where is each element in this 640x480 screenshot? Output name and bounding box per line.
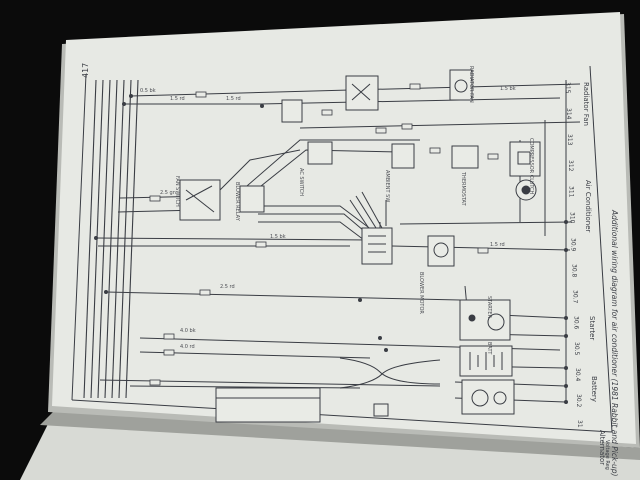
legend-table bbox=[215, 387, 321, 423]
ac-switch-box bbox=[307, 141, 333, 165]
footer-label-voltage-reg: Voltage Reg bbox=[604, 440, 610, 470]
current-track-number: 30.6 bbox=[572, 316, 579, 330]
component-label: BATT bbox=[486, 342, 492, 355]
current-track-number: 30.7 bbox=[571, 290, 578, 304]
alternator-icon bbox=[471, 389, 489, 407]
thermostat-box bbox=[451, 145, 479, 169]
component-label: RADIATOR FAN bbox=[468, 66, 474, 103]
svg-text:2.5 rd: 2.5 rd bbox=[220, 284, 235, 290]
diagram-caption: Additional wiring diagram for air condit… bbox=[610, 209, 619, 477]
current-track-number: 315 bbox=[564, 82, 571, 94]
ambient-switch-box bbox=[391, 143, 415, 169]
crossing-wires bbox=[339, 357, 441, 389]
voltage-reg-box bbox=[373, 403, 389, 417]
svg-text:1.5 rd: 1.5 rd bbox=[170, 96, 185, 102]
component-label: AC SWITCH bbox=[298, 168, 304, 196]
component-labels: STARTER BATT FAN SWITCH BLOWER RELAY BLOWER … bbox=[174, 66, 534, 355]
footer-label-air-conditioner: Air Conditioner bbox=[584, 180, 592, 233]
svg-text:1.5 rd: 1.5 rd bbox=[226, 96, 241, 102]
component-label: AMBIENT SW bbox=[384, 170, 390, 202]
svg-text:1.5 bk: 1.5 bk bbox=[270, 234, 286, 240]
svg-text:4.0 bk: 4.0 bk bbox=[180, 328, 196, 334]
svg-text:1.5 rd: 1.5 rd bbox=[490, 242, 505, 248]
current-track-number: 30.4 bbox=[574, 368, 581, 382]
current-track-number: 30.9 bbox=[570, 238, 577, 252]
junction-dots bbox=[94, 94, 568, 404]
border-bottom bbox=[71, 399, 613, 433]
tiny-labels: 0.5 bk 1.5 rd 1.5 rd 2.5 gn 1.5 bk 2.5 r… bbox=[140, 86, 516, 350]
current-track-number: 313 bbox=[566, 134, 573, 146]
current-track-number: 30.5 bbox=[573, 342, 580, 356]
compressor-clutch-box bbox=[509, 141, 541, 177]
footer-label-radiator-fan: Radiator Fan bbox=[582, 82, 590, 126]
connectors bbox=[149, 83, 499, 386]
border-left bbox=[71, 73, 87, 401]
footer-label-battery: Battery bbox=[590, 376, 598, 402]
footer-label-starter: Starter bbox=[588, 316, 596, 340]
blower-relay-block bbox=[361, 227, 393, 265]
radiator-fan-motor-icon bbox=[454, 79, 468, 93]
blower-wiring bbox=[219, 139, 420, 241]
svg-text:4.0 rd: 4.0 rd bbox=[180, 344, 195, 350]
pressure-switch-box bbox=[281, 99, 303, 123]
current-track-number: 30.8 bbox=[570, 264, 577, 278]
current-track-number: 314 bbox=[565, 108, 572, 120]
manual-page bbox=[52, 12, 636, 444]
blower-relay-box bbox=[239, 185, 265, 213]
current-track-number: 310 bbox=[569, 212, 576, 224]
page-number: 417 bbox=[81, 63, 90, 78]
footer-label-alternator: Alternator bbox=[598, 430, 606, 465]
svg-text:0.5 bk: 0.5 bk bbox=[140, 88, 156, 94]
component-label: COMPRESSOR CLUTCH bbox=[528, 138, 534, 195]
current-track-number: 311 bbox=[568, 186, 575, 198]
current-track-number: 30.2 bbox=[575, 394, 582, 408]
current-track-number: 312 bbox=[567, 160, 574, 172]
component-label: STARTER bbox=[486, 296, 492, 319]
svg-text:2.5 gn: 2.5 gn bbox=[160, 190, 176, 196]
power-rails bbox=[83, 79, 139, 399]
battery-icon bbox=[469, 352, 503, 370]
component-label: FAN SWITCH bbox=[174, 176, 180, 207]
border-right bbox=[589, 65, 613, 433]
components bbox=[179, 69, 541, 423]
component-label: BLOWER MOTOR bbox=[418, 272, 424, 314]
component-label: BLOWER RELAY bbox=[234, 182, 240, 222]
current-track-row: 31 30.2 30.4 30.5 30.6 30.7 30.8 30.9 310 311 312 3… bbox=[564, 82, 583, 428]
current-track-number: 31 bbox=[576, 420, 583, 428]
starter-motor-icon bbox=[487, 313, 505, 331]
svg-text:1.5 bk: 1.5 bk bbox=[500, 86, 516, 92]
component-label: THERMOSTAT bbox=[460, 171, 466, 207]
blower-motor-icon bbox=[433, 242, 449, 258]
